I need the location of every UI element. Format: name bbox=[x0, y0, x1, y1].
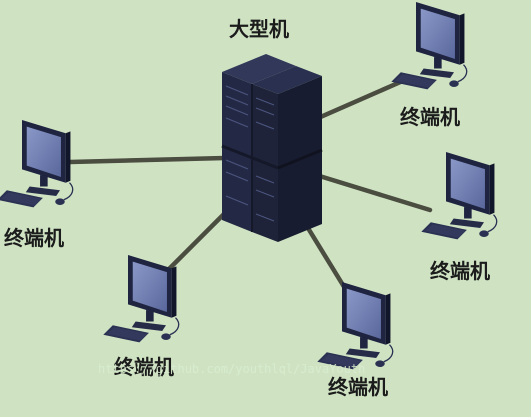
watermark: https://github.com/youthlql/JavaYouth bbox=[98, 362, 366, 376]
terminal-label-top-right: 终端机 bbox=[400, 105, 460, 129]
terminal-computer-icon-right bbox=[420, 151, 498, 241]
terminal-computer-icon-left bbox=[0, 119, 74, 209]
cable-bottom-left bbox=[157, 207, 231, 281]
terminal-computer-icon-top-right bbox=[390, 1, 468, 91]
terminal-label-right: 终端机 bbox=[430, 259, 490, 283]
mainframe-server-icon bbox=[221, 54, 323, 242]
mainframe-label: 大型机 bbox=[229, 17, 289, 41]
terminal-label-bottom-left: 终端机 bbox=[114, 355, 174, 379]
terminal-label-bottom-right: 终端机 bbox=[328, 375, 388, 399]
terminal-computer-icon-bottom-left bbox=[102, 254, 180, 344]
cable-left bbox=[67, 155, 228, 165]
terminal-label-left: 终端机 bbox=[4, 226, 64, 250]
terminal-computer-icon-bottom-right bbox=[316, 281, 394, 371]
